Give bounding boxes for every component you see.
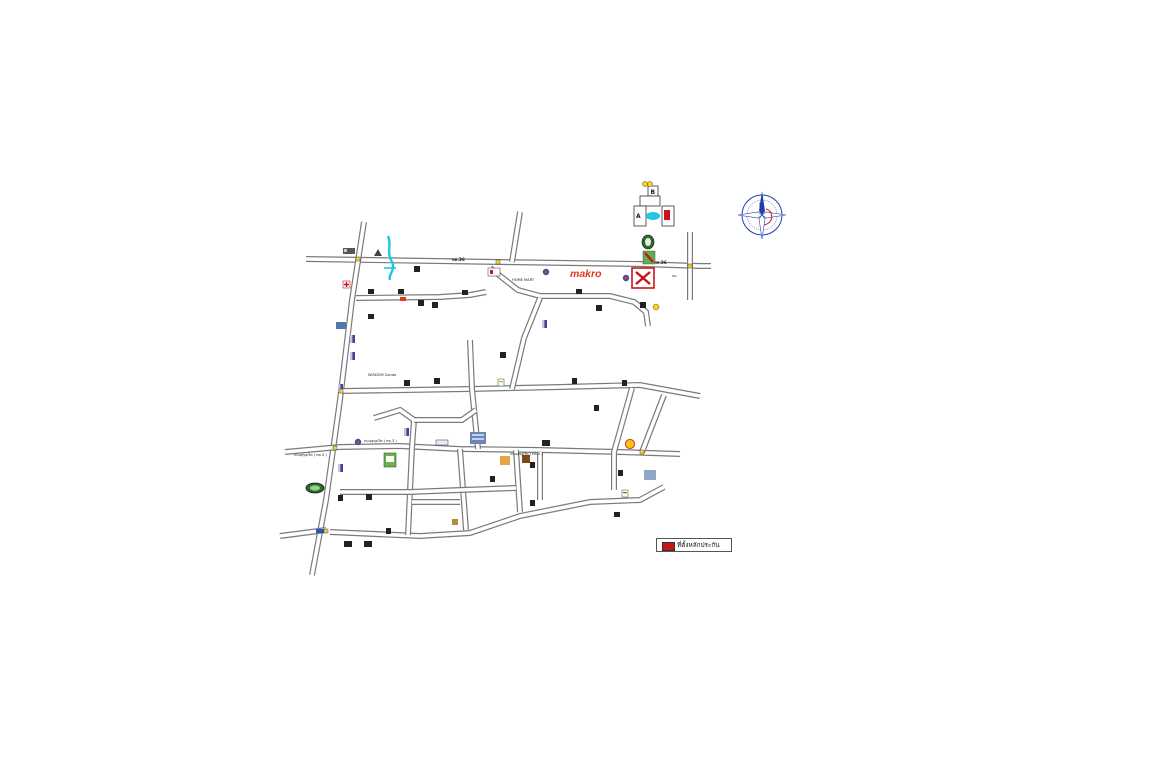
collateral-site: B A C (631, 181, 675, 289)
building-icon (344, 249, 347, 252)
building-icon (386, 528, 391, 534)
wisdom-condo-label: WISDOM Condo (368, 373, 396, 377)
legend-swatch (662, 542, 675, 551)
sukhumvit-label-west: ถนนสุขุมวิท ( ทล.3 ) (364, 439, 397, 444)
building-icon (344, 541, 352, 547)
market-icon (522, 455, 530, 463)
building-icon (500, 352, 506, 358)
temple-icon (374, 249, 382, 256)
svg-text:A: A (636, 213, 641, 220)
sukhumvit-label-east: ถนนสุขุมวิท ( ทล.3 ) (294, 453, 327, 458)
building-icon (404, 380, 410, 386)
building-icon (490, 476, 495, 482)
building-icon (434, 378, 440, 384)
legend-label: ที่ตั้งหลักประกัน (677, 541, 720, 549)
office-icon (336, 322, 346, 329)
road-network (279, 211, 711, 576)
route-36-label-west: ทล.36 (452, 257, 465, 262)
pool-icon (646, 212, 660, 220)
svg-text:B: B (651, 189, 656, 196)
makro-label: makro (570, 268, 602, 280)
compass-north-label: N (759, 202, 764, 209)
building-icon (640, 302, 646, 308)
building-icon (364, 541, 372, 547)
building-icon (572, 378, 577, 384)
building-icon (614, 512, 620, 517)
building-icon (398, 289, 404, 294)
building-icon (530, 500, 535, 506)
place-marker (652, 303, 660, 311)
building-icon (596, 305, 602, 311)
office-icon (435, 439, 449, 446)
building-block-top (639, 195, 661, 207)
compass-rose: N (737, 191, 787, 240)
car-icon (316, 529, 324, 533)
market-icon (500, 456, 510, 465)
building-icon (594, 405, 599, 411)
condo-icons (338, 320, 547, 472)
km-marker-label: กม. (672, 274, 678, 278)
home-mart-label: HOME MART (512, 278, 535, 282)
seven-eleven-icon (497, 378, 505, 387)
building-icon (542, 440, 550, 446)
intersection-markers (323, 256, 693, 534)
building-markers (336, 248, 656, 547)
office-icon (644, 470, 656, 480)
building-icon (343, 248, 355, 254)
temple-icon (452, 519, 458, 525)
canal (384, 235, 396, 281)
seven-eleven-icon (621, 489, 629, 498)
building-icon (368, 314, 374, 319)
shell-icon (624, 438, 636, 450)
map-legend: ที่ตั้งหลักประกัน (656, 538, 732, 552)
building-icon (368, 289, 374, 294)
building-icon (338, 495, 343, 501)
building-icon (414, 266, 420, 272)
building-icon (462, 290, 468, 295)
sukhumvit-label-mid: ถนนสุขุมวิท ( ทล.3 ) (510, 452, 543, 457)
route-36-label-east: ทล.36 (654, 260, 667, 265)
building-icon (622, 380, 627, 386)
landmark-icons (305, 267, 660, 533)
home-mart-icon (487, 267, 501, 277)
building-icon (576, 289, 582, 294)
building-icon (418, 300, 424, 306)
building-icon (618, 470, 623, 476)
building-icon (530, 462, 535, 468)
building-icon (366, 494, 372, 500)
building-icon (432, 302, 438, 308)
sign-icon (400, 297, 406, 301)
